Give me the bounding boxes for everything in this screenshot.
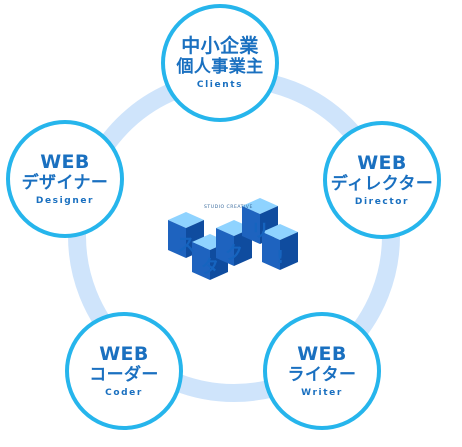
kana-su: ス	[177, 235, 195, 256]
center-logo: ス タ ク リ ! STUDIO CREATIVE	[150, 170, 310, 300]
node-clients-line2: 個人事業主	[176, 56, 264, 77]
node-designer-en: Designer	[35, 195, 95, 206]
node-clients-line1: 中小企業	[181, 35, 259, 58]
node-designer: WEB デザイナー Designer	[6, 120, 124, 238]
cube-exclaim	[262, 224, 298, 270]
logo-tagline: STUDIO CREATIVE	[204, 204, 253, 210]
node-writer-en: Writer	[301, 387, 343, 398]
cube-kana: ス タ ク リ !	[177, 221, 284, 278]
kana-ta: タ	[201, 257, 219, 278]
node-clients-en: Clients	[196, 79, 244, 90]
node-coder-line1: WEB	[99, 343, 149, 366]
node-designer-line1: WEB	[40, 151, 90, 174]
kana-cubes-logo: ス タ ク リ ! STUDIO CREATIVE	[168, 198, 298, 280]
node-coder-en: Coder	[105, 387, 143, 398]
kana-ku: ク	[225, 243, 243, 264]
node-designer-line2: デザイナー	[21, 172, 109, 193]
node-coder-line2: コーダー	[89, 364, 159, 385]
node-director-en: Director	[354, 196, 410, 207]
node-director-line2: ディレクター	[330, 173, 434, 194]
node-clients: 中小企業 個人事業主 Clients	[161, 4, 279, 122]
node-writer-line1: WEB	[297, 343, 347, 366]
node-director-line1: WEB	[357, 152, 407, 175]
node-writer: WEB ライター Writer	[263, 312, 381, 430]
node-writer-line2: ライター	[287, 364, 357, 385]
node-director: WEB ディレクター Director	[323, 121, 441, 239]
cube-group	[168, 198, 298, 280]
node-coder: WEB コーダー Coder	[65, 312, 183, 430]
cube-ta	[192, 234, 228, 280]
kana-exclaim: !	[276, 247, 284, 268]
kana-ri: リ	[251, 221, 269, 242]
